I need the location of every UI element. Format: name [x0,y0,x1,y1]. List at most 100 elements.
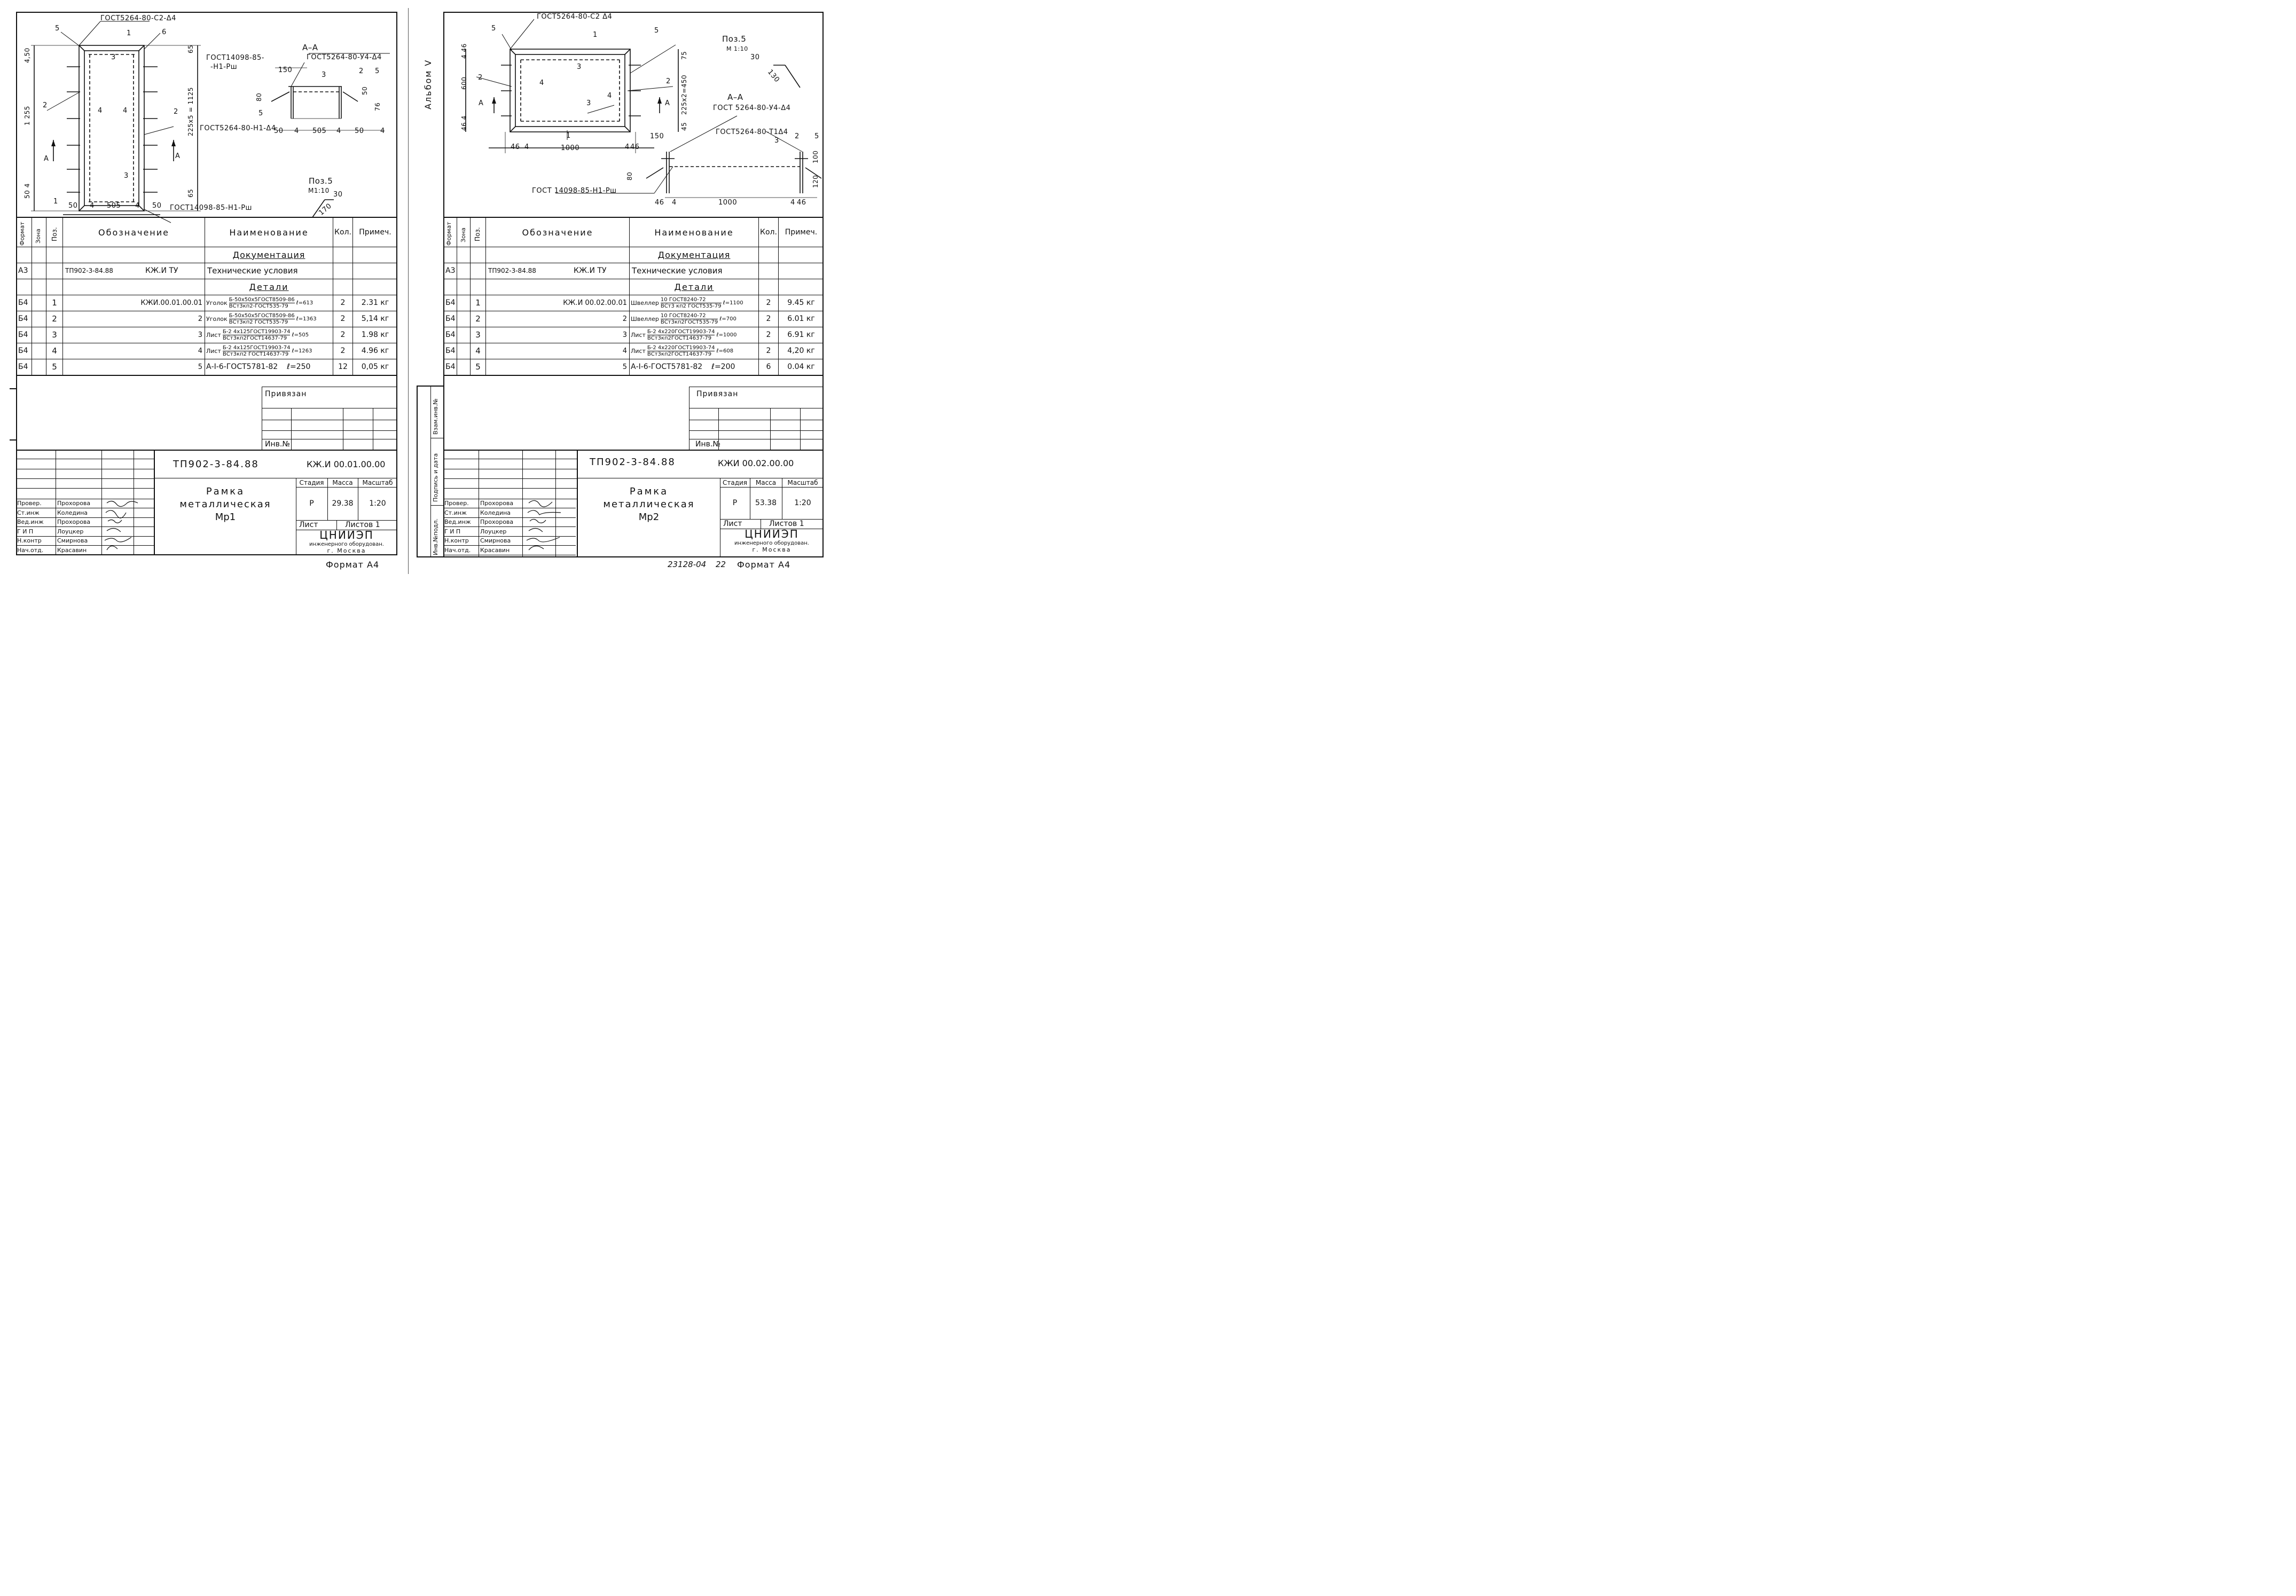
sec-dim-4: 4 [672,199,677,207]
row-name: А-Ӏ-6-ГОСТ5781-82 [631,363,703,371]
stamp-role: Провер. [17,500,42,507]
sec-dim-150: 150 [278,66,293,74]
row-length: ℓ=700 [719,316,736,322]
col-header-name: Наименование [654,227,734,238]
sec-dim-100: 100 [812,150,819,163]
side-strip: Инв.№подл. Подпись и дата Взам.инв.№ [417,386,443,557]
stamp-person: Смирнова [57,537,88,544]
sec-callout-3: 3 [322,71,326,79]
row-designation: КЖ.И 00.02.00.01 [563,298,627,307]
stamp-role: Н.контр [444,537,469,544]
col-header-note: Примеч. [785,228,818,237]
org-dept: инженерного оборудован. [309,541,384,547]
row-name: А-Ӏ-6-ГОСТ5781-82 [206,363,278,371]
sec-dim-50: 50 [361,86,369,95]
doc-row-name: Технические условия [207,266,298,276]
section-title: А–А [727,92,743,102]
sec-dim-50: 50 [355,127,364,135]
album-label: Альбом Ⅴ [423,59,433,109]
row-designation: 4 [622,347,627,355]
row-position: 5 [475,362,481,372]
row-designation: КЖИ.00.01.00.01 [140,298,202,307]
row-position: 3 [52,330,57,340]
project-number: ТП902-3-84.88 [173,458,259,470]
stage-value: Р [732,499,738,507]
row-length: ℓ=1100 [723,300,743,306]
row-format: Б4 [18,298,28,307]
section-heading-parts: Детали [674,281,714,292]
side-label-signature-date: Подпись и дата [432,453,439,502]
dim-505: 505 [107,202,121,210]
doc-row-code: ТП902-3-84.88 [65,267,113,274]
sec-callout-5: 5 [814,132,819,140]
row-designation: 2 [198,315,202,323]
title-line-2: металлическая [179,498,271,510]
pos5-title: Поз.5 [722,34,747,44]
left-margin-tick [10,439,16,441]
row-designation: 3 [622,331,627,339]
callout-1: 1 [566,132,571,140]
row-quantity: 2 [340,298,346,307]
row-designation: 3 [198,331,202,339]
callout-2: 2 [478,74,483,82]
stamp-role: Вед.инж [444,518,471,525]
row-note: 9.45 кг [787,298,815,307]
stamp-person: Лоуцкер [480,528,507,535]
pos5-scale: М 1:10 [726,45,748,52]
section-heading-parts: Детали [249,281,289,292]
sheet-right: Альбом Ⅴ [417,0,837,582]
row-profile: Б-2 4х220ГОСТ19903-74 [647,344,715,351]
stamp-role: Н.контр [17,537,42,544]
stage-header: Стадия [722,478,748,486]
side-label-inv-podl: Инв.№подл. [432,518,439,555]
row-profile: Б-50х50х5ГОСТ8509-86 [229,312,295,319]
row-position: 1 [52,298,57,308]
sec-dim-4: 4 [336,127,341,135]
stamp-role: Г И П [17,528,34,535]
stamp-role: Ст.инж [17,509,40,516]
row-steel: ВСт3кп2ГОСТ14637-79 [647,335,712,341]
callout-5: 5 [654,27,659,35]
row-steel: ВСт3кп2 ГОСТ14637-79 [222,351,289,357]
left-margin-tick [10,388,16,389]
row-profile: Б-50х50х5ГОСТ8509-86 [229,296,295,303]
row-length: ℓ=200 [711,363,735,371]
handwritten-signatures [104,500,138,551]
row-profile: 10 ГОСТ8240-72 [660,313,718,319]
stamp-role: Провер. [444,500,469,507]
row-note: 6.91 кг [787,331,815,339]
row-length: ℓ=613 [296,300,314,306]
row-position: 2 [475,314,481,324]
row-profile: Б-2 4х125ГОСТ19903-74 [222,344,291,351]
row-name: Лист [631,331,646,339]
pos5-title: Поз.5 [309,176,333,186]
gost-bottom: ГОСТ 14098-85-Н1-Рш [532,187,617,195]
stamp-person: Прохорова [480,518,514,525]
row-quantity: 2 [340,315,346,323]
frame-plan-drawing [31,21,390,223]
col-header-designation: Обозначение [522,227,593,238]
row-quantity: 12 [338,363,348,371]
dim-65: 65 [187,44,194,53]
side-label-vzam-inv: Взам.инв.№ [432,398,439,435]
pos5-dim-30: 30 [333,191,343,199]
callout-6: 6 [162,28,167,36]
callout-2: 2 [666,77,671,85]
dim-4: 4 [625,143,630,151]
row-profile: Б-2 4х220ГОСТ19903-74 [647,328,715,335]
mass-header: Масса [755,478,777,486]
frame-inner [84,50,139,206]
row-designation: 2 [622,315,627,323]
callout-2: 2 [174,108,178,116]
stamp-person: Коледина [57,509,88,516]
row-quantity: 2 [766,331,771,339]
sheets-count: Листов 1 [769,520,804,528]
